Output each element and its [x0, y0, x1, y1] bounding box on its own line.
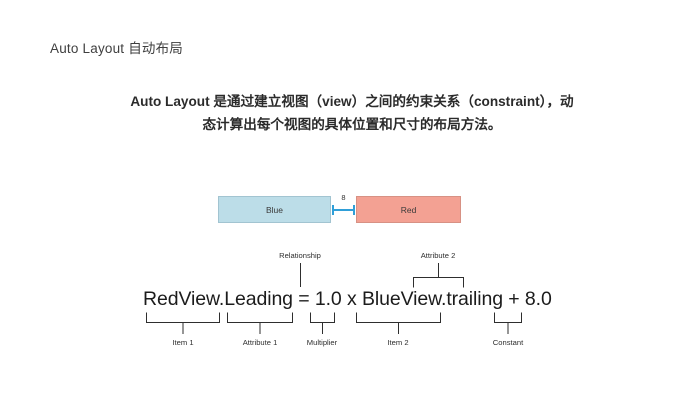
- spacing-indicator[interactable]: 8: [331, 193, 356, 223]
- red-view-box[interactable]: Red: [356, 196, 461, 223]
- spacing-bar-icon: [333, 209, 354, 211]
- annotation-item-1: Item 1: [172, 338, 194, 347]
- annotation-item-2: Item 2: [387, 338, 409, 347]
- red-view-label: Red: [400, 204, 417, 215]
- blue-view-box[interactable]: Blue: [218, 196, 331, 223]
- page-title: Auto Layout 自动布局: [50, 41, 184, 56]
- spacing-value-label: 8: [341, 193, 346, 202]
- body-paragraph-line-2: 态计算出每个视图的具体位置和尺寸的布局方法。: [202, 117, 502, 132]
- annotation-constant: Constant: [492, 338, 524, 347]
- annotation-relationship: Relationship: [279, 251, 321, 260]
- constraint-equation-text: RedView.Leading = 1.0 x BlueView.trailin…: [143, 288, 552, 310]
- spacing-cap-right-icon: [353, 205, 355, 215]
- annotation-multiplier: Multiplier: [306, 338, 338, 347]
- blue-view-label: Blue: [265, 204, 283, 215]
- body-paragraph: Auto Layout 是通过建立视图（view）之间的约束关系（constra…: [98, 90, 606, 136]
- body-paragraph-line-1: Auto Layout 是通过建立视图（view）之间的约束关系（constra…: [130, 94, 574, 109]
- annotation-attribute-2: Attribute 2: [420, 251, 456, 260]
- annotation-attribute-1: Attribute 1: [242, 338, 278, 347]
